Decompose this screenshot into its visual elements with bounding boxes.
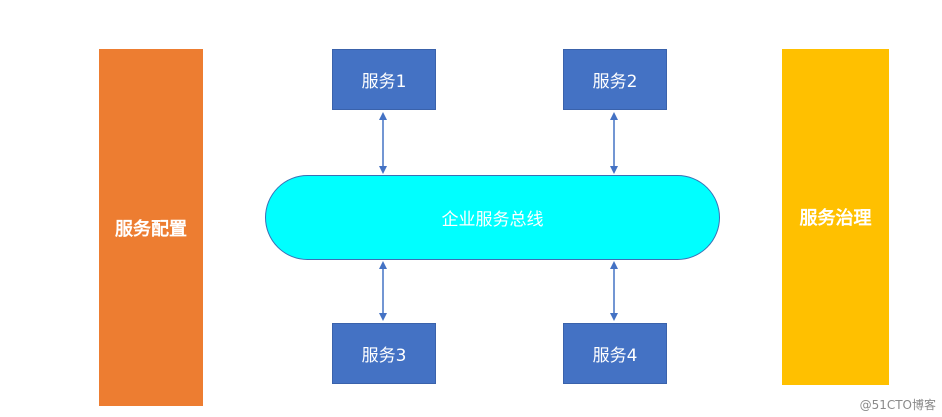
service-governance-label: 服务治理: [799, 208, 872, 229]
service-governance-block: 服务治理: [782, 49, 889, 385]
enterprise-service-bus: 企业服务总线: [265, 175, 720, 260]
service-2-box: 服务2: [563, 49, 667, 110]
service-config-label: 服务配置: [115, 218, 187, 240]
service-3-box: 服务3: [332, 323, 436, 384]
service-1-label: 服务1: [361, 72, 407, 92]
service-4-label: 服务4: [592, 346, 638, 366]
service-config-block: 服务配置: [99, 49, 203, 406]
service-2-label: 服务2: [592, 72, 638, 92]
service-1-box: 服务1: [332, 49, 436, 110]
service-4-box: 服务4: [563, 323, 667, 384]
service-3-label: 服务3: [361, 346, 407, 366]
enterprise-service-bus-label: 企业服务总线: [441, 210, 544, 230]
watermark: @51CTO博客: [859, 398, 936, 412]
